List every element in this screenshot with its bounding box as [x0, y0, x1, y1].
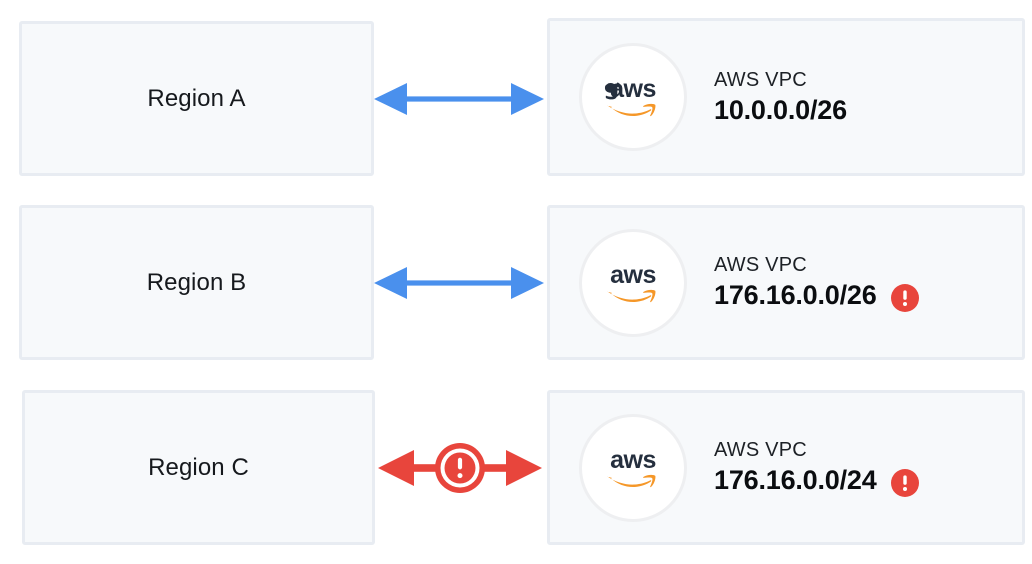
region-label: Region B	[146, 268, 247, 296]
diagram-row: Region A aws	[0, 18, 1032, 176]
region-box-b[interactable]: Region B	[19, 205, 374, 360]
vpc-card-b[interactable]: aws AWS VPC 176.16.0.0/26	[547, 205, 1025, 360]
connector-arrow-a	[374, 72, 544, 126]
connector-arrow-c-blocked	[374, 441, 544, 495]
region-label: Region A	[147, 84, 246, 112]
alert-exclamation-icon	[890, 283, 919, 312]
svg-text:aws: aws	[610, 447, 656, 474]
vpc-text-block: AWS VPC 176.16.0.0/24	[714, 438, 919, 497]
vpc-cidr-value: 10.0.0.0/26	[714, 94, 847, 125]
alert-exclamation-icon	[890, 468, 919, 497]
svg-text:aws: aws	[610, 76, 656, 103]
vpc-card-c[interactable]: aws AWS VPC 176.16.0.0/24	[547, 390, 1025, 545]
vpc-cidr-value: 176.16.0.0/26	[714, 280, 877, 311]
region-box-c[interactable]: Region C	[22, 390, 375, 545]
aws-logo-icon: aws	[579, 413, 687, 522]
vpc-cidr-line: 10.0.0.0/26	[714, 95, 847, 127]
connector-arrow-b	[374, 256, 544, 310]
region-label: Region C	[148, 453, 249, 481]
vpc-kind-label: AWS VPC	[714, 68, 807, 91]
aws-logo-icon: aws	[579, 43, 687, 151]
aws-logo-icon: aws	[579, 228, 687, 337]
vpc-cidr-line: 176.16.0.0/26	[714, 280, 919, 312]
region-box-a[interactable]: Region A	[19, 21, 374, 176]
vpc-text-block: AWS VPC 176.16.0.0/26	[714, 253, 919, 312]
vpc-card-a[interactable]: aws AWS VPC 10.0.0.0/26	[547, 18, 1025, 176]
vpc-kind-label: AWS VPC	[714, 439, 807, 462]
svg-text:aws: aws	[610, 262, 656, 289]
vpc-kind-label: AWS VPC	[714, 254, 807, 277]
vpc-text-block: AWS VPC 10.0.0.0/26	[714, 68, 847, 127]
diagram-row: Region B aws	[0, 205, 1032, 360]
vpc-cidr-value: 176.16.0.0/24	[714, 465, 877, 496]
alert-exclamation-circle-icon	[435, 442, 485, 493]
diagram-row: Region C aws	[0, 390, 1032, 545]
vpc-cidr-line: 176.16.0.0/24	[714, 465, 919, 497]
